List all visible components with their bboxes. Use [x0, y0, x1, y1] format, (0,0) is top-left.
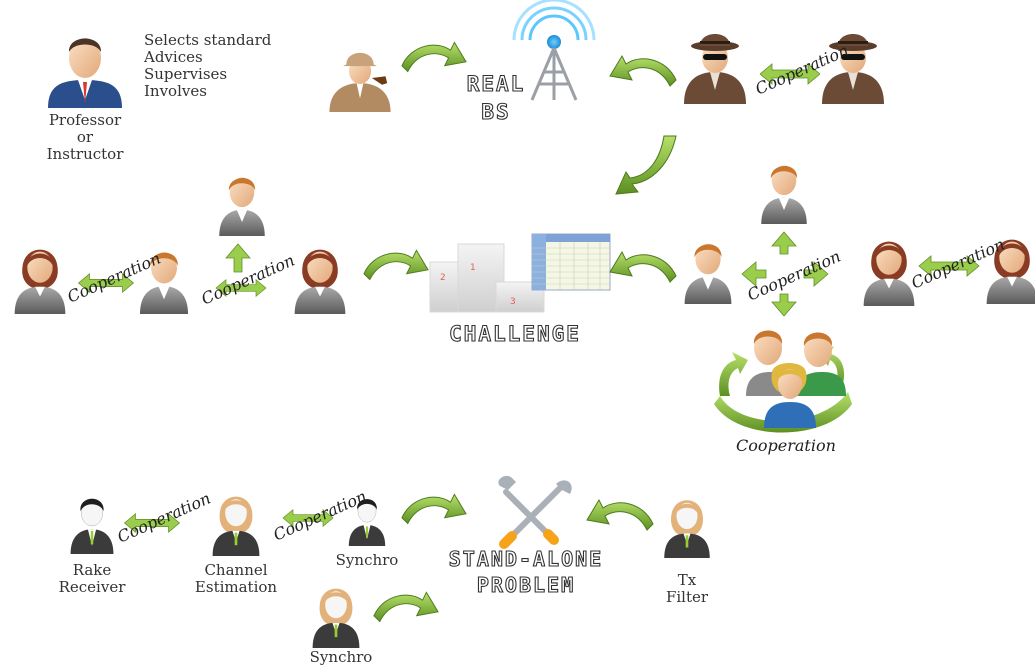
stand-alone-problem-label: STAND-ALONE PROBLEM [448, 546, 604, 597]
up-arrow-icon [225, 243, 251, 273]
spy-icon [822, 34, 884, 104]
spreadsheet-icon [531, 233, 611, 291]
tx-filter-label: Tx Filter [665, 571, 709, 606]
svg-text:2: 2 [440, 273, 446, 283]
woman-icon [14, 249, 66, 314]
arrow-tx-to-problem [586, 499, 654, 531]
arrow-synchro-to-problem [401, 493, 467, 525]
podium-icon: 2 1 3 [429, 243, 545, 313]
student-channel-icon [212, 496, 260, 556]
cooperation-label-group: Cooperation [736, 436, 836, 455]
svg-text:1: 1 [470, 263, 476, 273]
arrow-spies-to-challenge [615, 135, 677, 195]
student-synchro-bottom-icon [312, 588, 360, 648]
arrow-spy-to-bs [609, 55, 677, 87]
student-rake-icon [70, 498, 114, 554]
professor-label: Professor or Instructor [46, 111, 124, 163]
challenge-label: CHALLENGE [449, 321, 581, 346]
man-icon [684, 243, 732, 304]
man-icon [761, 165, 807, 224]
student-tx-icon [664, 500, 710, 558]
synchro-bottom-label: Synchro [309, 648, 373, 666]
arrow-synchro-bottom-to-problem [373, 591, 439, 623]
arrow-detective-to-bs [401, 41, 467, 73]
channel-estimation-label: Channel Estimation [194, 561, 278, 596]
real-bs-label: REAL BS [466, 71, 526, 124]
role-item: Involves [144, 82, 207, 100]
role-item: Selects standard [144, 31, 272, 49]
tools-icon [498, 475, 572, 549]
group-cooperation-icon [714, 330, 852, 433]
synchro-top-label: Synchro [335, 551, 399, 569]
rake-receiver-label: Rake Receiver [58, 561, 126, 596]
arrow-right-team-to-challenge [609, 251, 677, 283]
role-item: Supervises [144, 65, 228, 83]
detective-icon [329, 52, 391, 112]
antenna-tower-icon [512, 0, 596, 101]
professor-roles: Selects standard Advices Supervises Invo… [144, 32, 271, 100]
svg-text:3: 3 [510, 297, 516, 307]
four-way-arrow-icon [741, 231, 829, 317]
arrow-team-to-challenge [363, 249, 429, 281]
man-icon [219, 177, 265, 236]
spy-icon [684, 34, 746, 104]
role-item: Advices [144, 48, 203, 66]
woman-icon [294, 249, 346, 314]
professor-icon [48, 38, 122, 108]
woman-icon [863, 241, 915, 306]
